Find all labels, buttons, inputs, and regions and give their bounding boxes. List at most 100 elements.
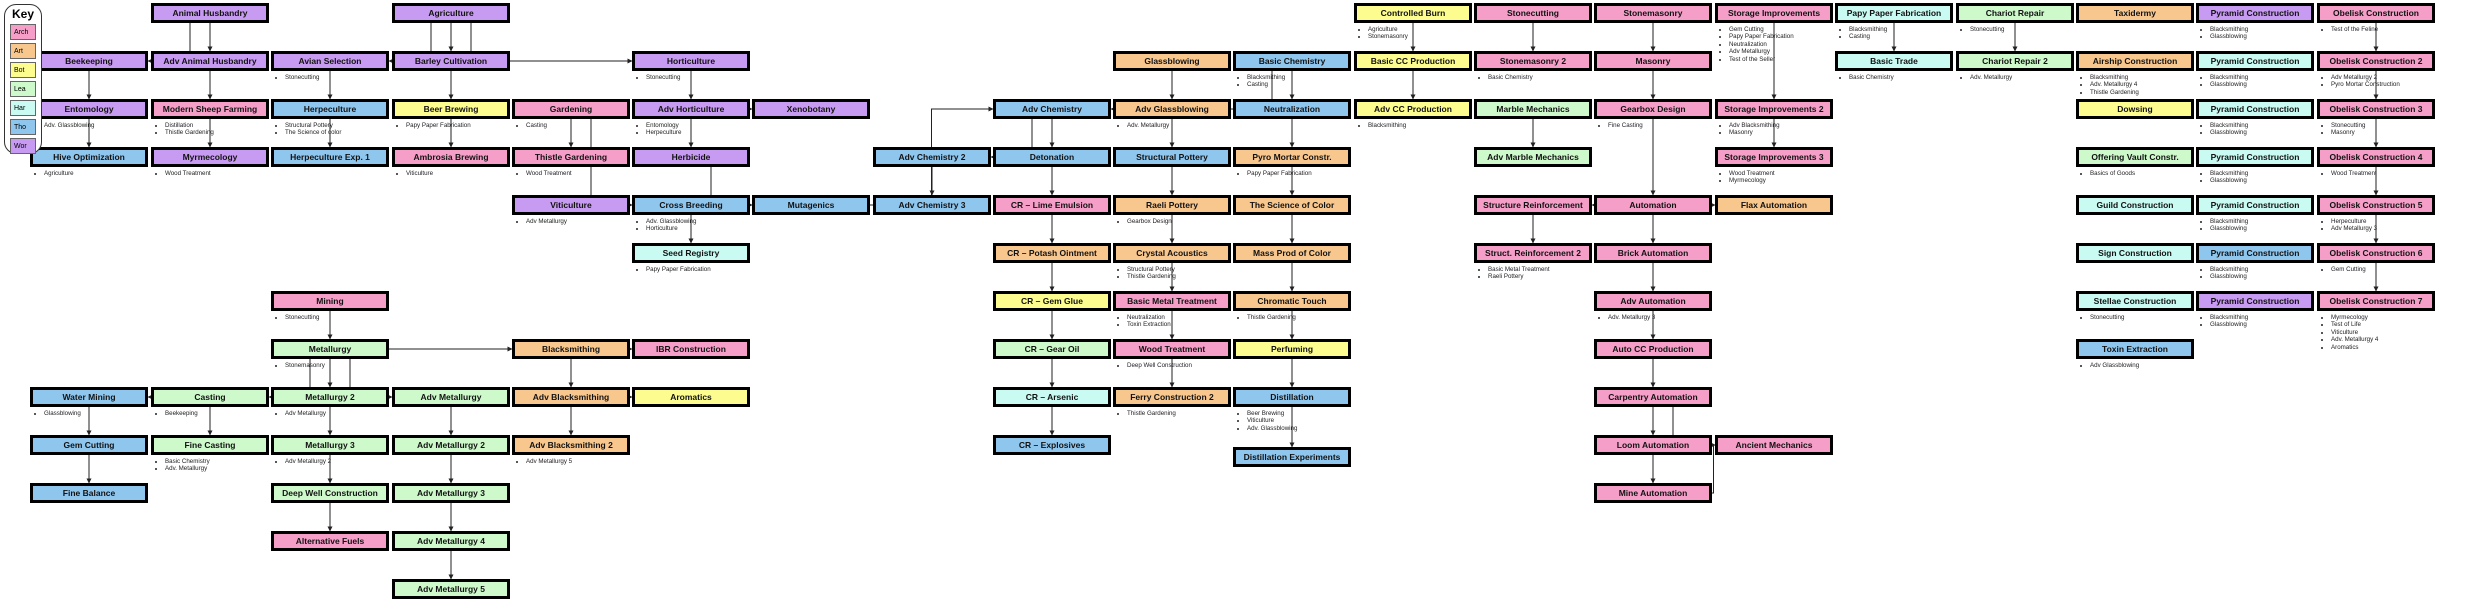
tech-node-adv-cc[interactable]: Adv CC Production: [1354, 99, 1472, 119]
tech-node-cr-explosives[interactable]: CR – Explosives: [993, 435, 1111, 455]
tech-node-pyramid6[interactable]: Pyramid Construction: [2196, 243, 2314, 263]
tech-node-herpeculture[interactable]: Herpeculture: [271, 99, 389, 119]
tech-node-herp-exp1[interactable]: Herpeculture Exp. 1: [271, 147, 389, 167]
tech-node-stonemasonry2[interactable]: Stonemasonry 2: [1474, 51, 1592, 71]
tech-node-thistle[interactable]: Thistle Gardening: [512, 147, 630, 167]
tech-node-avian-sel[interactable]: Avian Selection: [271, 51, 389, 71]
tech-node-adv-animal[interactable]: Adv Animal Husbandry: [151, 51, 269, 71]
tech-node-adv-chem3[interactable]: Adv Chemistry 3: [873, 195, 991, 215]
tech-node-airship[interactable]: Airship Construction: [2076, 51, 2194, 71]
tech-node-taxidermy[interactable]: Taxidermy: [2076, 3, 2194, 23]
tech-node-obelisk5[interactable]: Obelisk Construction 5: [2317, 195, 2435, 215]
tech-node-barley[interactable]: Barley Cultivation: [392, 51, 510, 71]
tech-node-casting[interactable]: Casting: [151, 387, 269, 407]
tech-node-chromatic[interactable]: Chromatic Touch: [1233, 291, 1351, 311]
tech-node-struct-reinf[interactable]: Structure Reinforcement: [1474, 195, 1592, 215]
tech-node-raeli-pottery[interactable]: Raeli Pottery: [1113, 195, 1231, 215]
tech-node-cr-gem-glue[interactable]: CR – Gem Glue: [993, 291, 1111, 311]
tech-node-masonry[interactable]: Masonry: [1594, 51, 1712, 71]
tech-node-horticulture[interactable]: Horticulture: [632, 51, 750, 71]
tech-node-carpentry-auto[interactable]: Carpentry Automation: [1594, 387, 1712, 407]
tech-node-seed-registry[interactable]: Seed Registry: [632, 243, 750, 263]
tech-node-adv-chem[interactable]: Adv Chemistry: [993, 99, 1111, 119]
tech-node-obelisk7[interactable]: Obelisk Construction 7: [2317, 291, 2435, 311]
tech-node-adv-metallurgy[interactable]: Adv Metallurgy: [392, 387, 510, 407]
tech-node-entomology[interactable]: Entomology: [30, 99, 148, 119]
tech-node-neutralization[interactable]: Neutralization: [1233, 99, 1351, 119]
tech-node-obelisk1[interactable]: Obelisk Construction: [2317, 3, 2435, 23]
tech-node-pyramid2[interactable]: Pyramid Construction: [2196, 51, 2314, 71]
tech-node-dowsing[interactable]: Dowsing: [2076, 99, 2194, 119]
tech-node-water-mining[interactable]: Water Mining: [30, 387, 148, 407]
tech-node-cr-lime[interactable]: CR – Lime Emulsion: [993, 195, 1111, 215]
tech-node-storage3[interactable]: Storage Improvements 3: [1715, 147, 1833, 167]
tech-node-fine-casting[interactable]: Fine Casting: [151, 435, 269, 455]
tech-node-adv-blacksmith[interactable]: Adv Blacksmithing: [512, 387, 630, 407]
tech-node-adv-chem2[interactable]: Adv Chemistry 2: [873, 147, 991, 167]
tech-node-glassblowing[interactable]: Glassblowing: [1113, 51, 1231, 71]
tech-node-metallurgy3[interactable]: Metallurgy 3: [271, 435, 389, 455]
tech-node-toxin-extract[interactable]: Toxin Extraction: [2076, 339, 2194, 359]
tech-node-adv-metallurgy4[interactable]: Adv Metallurgy 4: [392, 531, 510, 551]
tech-node-hive-opt[interactable]: Hive Optimization: [30, 147, 148, 167]
tech-node-sign-constr[interactable]: Sign Construction: [2076, 243, 2194, 263]
tech-node-flax-auto[interactable]: Flax Automation: [1715, 195, 1833, 215]
tech-node-basic-trade[interactable]: Basic Trade: [1835, 51, 1953, 71]
tech-node-stonecutting[interactable]: Stonecutting: [1474, 3, 1592, 23]
tech-node-obelisk2[interactable]: Obelisk Construction 2: [2317, 51, 2435, 71]
tech-node-alt-fuels[interactable]: Alternative Fuels: [271, 531, 389, 551]
tech-node-offering-vault[interactable]: Offering Vault Constr.: [2076, 147, 2194, 167]
tech-node-adv-blacksmith2[interactable]: Adv Blacksmithing 2: [512, 435, 630, 455]
tech-node-adv-auto[interactable]: Adv Automation: [1594, 291, 1712, 311]
tech-node-mutagenics[interactable]: Mutagenics: [752, 195, 870, 215]
tech-node-mine-auto[interactable]: Mine Automation: [1594, 483, 1712, 503]
tech-node-ambrosia[interactable]: Ambrosia Brewing: [392, 147, 510, 167]
tech-node-perfuming[interactable]: Perfuming: [1233, 339, 1351, 359]
tech-node-obelisk3[interactable]: Obelisk Construction 3: [2317, 99, 2435, 119]
tech-node-ferry2[interactable]: Ferry Construction 2: [1113, 387, 1231, 407]
tech-node-cross-breeding[interactable]: Cross Breeding: [632, 195, 750, 215]
tech-node-blacksmithing[interactable]: Blacksmithing: [512, 339, 630, 359]
tech-node-guild-constr[interactable]: Guild Construction: [2076, 195, 2194, 215]
tech-node-adv-glass[interactable]: Adv Glassblowing: [1113, 99, 1231, 119]
tech-node-cr-gear-oil[interactable]: CR – Gear Oil: [993, 339, 1111, 359]
tech-node-animal-husbandry[interactable]: Animal Husbandry: [151, 3, 269, 23]
tech-node-cr-arsenic[interactable]: CR – Arsenic: [993, 387, 1111, 407]
tech-node-herbicide[interactable]: Herbicide: [632, 147, 750, 167]
tech-node-beekeeping[interactable]: Beekeeping: [30, 51, 148, 71]
tech-node-storage[interactable]: Storage Improvements: [1715, 3, 1833, 23]
tech-node-brick-auto[interactable]: Brick Automation: [1594, 243, 1712, 263]
tech-node-obelisk4[interactable]: Obelisk Construction 4: [2317, 147, 2435, 167]
tech-node-marble-mech[interactable]: Marble Mechanics: [1474, 99, 1592, 119]
tech-node-stonemasonry[interactable]: Stonemasonry: [1594, 3, 1712, 23]
tech-node-mass-prod-color[interactable]: Mass Prod of Color: [1233, 243, 1351, 263]
tech-node-adv-marble[interactable]: Adv Marble Mechanics: [1474, 147, 1592, 167]
tech-node-fine-balance[interactable]: Fine Balance: [30, 483, 148, 503]
tech-node-papy-paper[interactable]: Papy Paper Fabrication: [1835, 3, 1953, 23]
tech-node-storage2[interactable]: Storage Improvements 2: [1715, 99, 1833, 119]
tech-node-controlled-burn[interactable]: Controlled Burn: [1354, 3, 1472, 23]
tech-node-struct-reinf2[interactable]: Struct. Reinforcement 2: [1474, 243, 1592, 263]
tech-node-crystal-acoustics[interactable]: Crystal Acoustics: [1113, 243, 1231, 263]
tech-node-distill-exp[interactable]: Distillation Experiments: [1233, 447, 1351, 467]
tech-node-adv-horti[interactable]: Adv Horticulture: [632, 99, 750, 119]
tech-node-modern-sheep[interactable]: Modern Sheep Farming: [151, 99, 269, 119]
tech-node-wood-treatment[interactable]: Wood Treatment: [1113, 339, 1231, 359]
tech-node-gem-cutting[interactable]: Gem Cutting: [30, 435, 148, 455]
tech-node-pyramid5[interactable]: Pyramid Construction: [2196, 195, 2314, 215]
tech-node-viticulture[interactable]: Viticulture: [512, 195, 630, 215]
tech-node-pyramid7[interactable]: Pyramid Construction: [2196, 291, 2314, 311]
tech-node-agriculture[interactable]: Agriculture: [392, 3, 510, 23]
tech-node-chariot-repair2[interactable]: Chariot Repair 2: [1956, 51, 2074, 71]
tech-node-obelisk6[interactable]: Obelisk Construction 6: [2317, 243, 2435, 263]
tech-node-loom-auto[interactable]: Loom Automation: [1594, 435, 1712, 455]
tech-node-xenobotany[interactable]: Xenobotany: [752, 99, 870, 119]
tech-node-beer-brewing[interactable]: Beer Brewing: [392, 99, 510, 119]
tech-node-myrmecology[interactable]: Myrmecology: [151, 147, 269, 167]
tech-node-adv-metallurgy2[interactable]: Adv Metallurgy 2: [392, 435, 510, 455]
tech-node-struct-pottery[interactable]: Structural Pottery: [1113, 147, 1231, 167]
tech-node-pyro-mortar[interactable]: Pyro Mortar Constr.: [1233, 147, 1351, 167]
tech-node-cr-potash[interactable]: CR – Potash Ointment: [993, 243, 1111, 263]
tech-node-metallurgy[interactable]: Metallurgy: [271, 339, 389, 359]
tech-node-adv-metallurgy5[interactable]: Adv Metallurgy 5: [392, 579, 510, 599]
